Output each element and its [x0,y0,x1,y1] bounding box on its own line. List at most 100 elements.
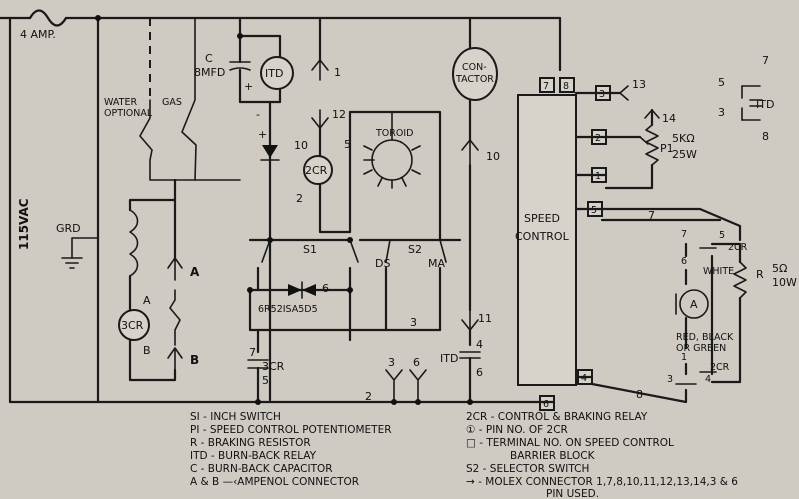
pin-6-lower: 6 [413,356,420,369]
connector-a-label: A [190,265,200,279]
contactor-pin-4: 4 [476,338,483,351]
pot-value-1: 5KΩ [672,132,695,145]
molex-13: 13 [632,78,646,91]
itd-relay-circle [260,56,294,90]
itd-relay-label: ITD [265,67,283,80]
connector-b-label: B [190,353,199,367]
wire-5-lower: 5 [262,374,269,387]
3cr-relay-label: 3CR [121,319,144,332]
ground-label: GRD [56,222,81,235]
right-side-wiring [538,85,742,404]
legend-right-line-5: S2 - SELECTOR SWITCH [466,463,589,475]
rbg-label-1: RED, BLACK [676,332,734,343]
rbg-label-2: OR GREEN [676,343,726,354]
fuse-symbol [28,9,68,27]
water-label: WATER [104,97,137,108]
terminal-8: 8 [563,81,569,92]
legend-left: SI - INCH SWITCH PI - SPEED CONTROL POTE… [190,411,392,488]
itd-legend-pin-7: 7 [762,54,769,67]
s1-label: S1 [303,243,317,256]
coil-a-label: A [143,294,151,307]
legend-left-line-1: SI - INCH SWITCH [190,411,281,423]
res-value-2: 10W [772,276,797,289]
capacitor-c-label: C [205,52,213,65]
3cr-branch [128,178,183,382]
pin-12: 12 [332,108,346,121]
wire-5: 5 [344,138,351,151]
itd-legend-pin-3: 3 [718,106,725,119]
toroid-label: TOROID [375,128,413,139]
ds-label: DS [375,257,390,270]
motor-pin-3: 3 [667,374,673,385]
legend-left-line-6: A & B —‹AMPENOL CONNECTOR [190,476,359,488]
junction-dots [95,15,473,405]
diode-plus: + [258,128,267,141]
2cr-relay-circle [303,155,333,185]
motor-pin-5: 5 [719,230,725,241]
water-gas-switches [139,17,241,181]
coil-3cr-lower-label: 3CR [262,360,285,373]
fuse-rating: 4 AMP. [20,28,56,41]
legend-right-line-3: □ - TERMINAL NO. ON SPEED CONTROL [466,437,674,449]
s2-label: S2 [408,243,422,256]
legend-left-line-4: ITD - BURN-BACK RELAY [190,450,317,462]
legend-right-line-1: 2CR - CONTROL & BRAKING RELAY [466,411,648,423]
terminal-6: 6 [543,399,549,410]
toroid [363,111,421,189]
motor-a-label: A [690,298,698,311]
legend-right-line-2: ① - PIN NO. OF 2CR [466,424,568,436]
contactor-branch [459,16,481,404]
diode-part-number: 6R52ISA5D5 [258,304,318,315]
itd-legend-label: ITD [756,98,774,111]
speed-control-box [517,94,577,386]
pot-value-2: 25W [672,148,697,161]
supply-voltage-label: 115VAC [17,198,31,250]
diode-minus: - [256,108,260,121]
wire-2: 2 [365,390,372,403]
pin-3-lower: 3 [388,356,395,369]
terminal-2: 2 [595,133,601,144]
pin-10-circle: 10 [294,139,308,152]
switch-bank [248,238,462,342]
legend-left-line-3: R - BRAKING RESISTOR [190,437,311,449]
wire-7-right: 7 [648,209,655,222]
pin-1: 1 [334,66,341,79]
capacitor-value: 8MFD [194,66,225,79]
contactor-pin-6: 6 [476,366,483,379]
wire-7-lower: 7 [249,346,256,359]
wire-6: 6 [322,282,329,295]
res-label: R [756,268,764,281]
bridge-diode [288,281,316,299]
wire-3: 3 [410,316,417,329]
terminal-1: 1 [595,171,601,182]
itd-legend-symbol [741,85,763,121]
legend-right-line-7: PIN USED. [546,488,599,499]
white-label: WHITE [703,266,734,277]
ma-label: MA [428,257,445,270]
itd-legend-pin-8: 8 [762,130,769,143]
3cr-relay-circle [118,309,150,341]
itd-lower-label: ITD [440,352,458,365]
right-2cr-top: 2CR [728,242,748,253]
3cr-coil-contacts [247,328,269,404]
motor-pin-7: 7 [681,229,687,240]
motor-pin-6: 6 [681,256,687,267]
contactor-label-2: TACTOR [455,74,494,85]
speed-control-label-1: SPEED [524,212,560,225]
terminal-7: 7 [543,81,549,92]
pin-2-circle: 2 [296,192,303,205]
pin-10: 10 [486,150,500,163]
right-2cr-bottom: 2CR [710,362,730,373]
wire-8-right: 8 [636,388,643,401]
legend-left-line-2: PI - SPEED CONTROL POTENTIOMETER [190,424,392,436]
legend-right-line-6: → - MOLEX CONNECTOR 1,7,8,10,11,12,13,14… [466,476,738,488]
coil-b-label: B [143,344,151,357]
legend-right-line-4: BARRIER BLOCK [510,450,596,462]
capacitor-plus: + [244,80,253,93]
2cr-relay-label: 2CR [305,164,328,177]
pot-label: P1 [660,142,674,155]
motor-circuit [590,242,747,404]
water-optional-label: OPTIONAL [104,108,153,119]
contactor-label-1: CON- [462,62,487,73]
